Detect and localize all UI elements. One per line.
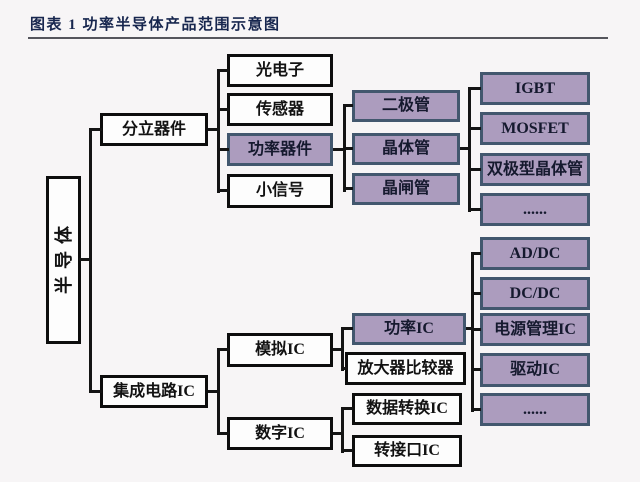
connector-driver-ic-stub [471,368,481,371]
connector-diode-stub [343,104,353,107]
connector-bipolar-stub [468,168,481,171]
node-power-ic-more: ...... [480,393,590,426]
connector-small-signal-stub [217,189,229,192]
node-amplifier-comparator: 放大器比较器 [345,352,466,385]
connector-power-ic-more-stub [471,408,481,411]
connector-discrete-bracket [217,69,220,193]
node-thyristor: 晶闸管 [352,173,460,205]
connector-digital-bracket [341,407,344,453]
node-optoelectronics: 光电子 [227,54,333,87]
connector-transistor-stub [343,147,353,150]
connector-ic-stub [89,390,102,393]
connector-transistor-out [460,147,471,150]
connector-transistor-more-stub [468,208,481,211]
connector-data-conversion-stub [341,407,353,410]
connector-ad-dc-stub [471,252,481,255]
connector-analog-bracket [341,327,344,371]
connector-mosfet-stub [468,127,481,130]
node-power-management-ic: 电源管理IC [480,313,590,346]
connector-trunk-vertical [89,128,92,393]
connector-analog-out [333,348,344,351]
node-transistor: 晶体管 [352,133,460,165]
connector-power-ic-bracket [471,252,474,412]
node-igbt: IGBT [480,72,590,105]
connector-discrete-out [208,128,220,131]
connector-interface-stub [341,449,353,452]
connector-power-ic-in-stub [341,327,353,330]
node-power-device: 功率器件 [227,133,333,166]
connector-transistor-bracket [468,87,471,212]
node-semiconductor: 半导体 [46,176,81,344]
connector-thyristor-stub [343,187,353,190]
node-bipolar-transistor: 双极型晶体管 [480,153,590,186]
node-transistor-more: ...... [480,193,590,226]
connector-sensor-stub [217,108,229,111]
node-driver-ic: 驱动IC [480,353,590,387]
node-power-ic: 功率IC [352,313,466,345]
node-diode: 二极管 [352,90,460,122]
figure-title: 图表 1 功率半导体产品范围示意图 [30,17,281,33]
node-integrated-circuit: 集成电路IC [100,375,208,408]
connector-root-stub [79,258,92,261]
node-sensor: 传感器 [227,93,333,126]
connector-digital-out [333,432,344,435]
connector-pmic-stub [471,328,481,331]
node-dc-dc: DC/DC [480,277,590,310]
connector-digital-stub [217,432,229,435]
connector-power-ic-out [466,327,474,330]
node-data-conversion-ic: 数据转换IC [352,393,462,425]
node-mosfet: MOSFET [480,112,590,145]
connector-opto-stub [217,69,229,72]
connector-amplifier-stub [341,367,347,370]
connector-power-device-stub [217,148,229,151]
node-ad-dc: AD/DC [480,237,590,270]
node-digital-ic: 数字IC [227,417,333,450]
connector-analog-stub [217,348,229,351]
title-underline [28,37,608,39]
connector-igbt-stub [468,87,481,90]
node-small-signal: 小信号 [227,174,333,208]
connector-ic-bracket [217,348,220,435]
node-semiconductor-label: 半导体 [53,219,74,294]
node-analog-ic: 模拟IC [227,333,333,367]
node-interface-ic: 转接口IC [352,435,462,467]
connector-dc-dc-stub [471,292,481,295]
node-discrete-device: 分立器件 [100,113,208,146]
connector-discrete-stub [89,128,102,131]
connector-power-device-out [333,148,346,151]
connector-ic-out [208,390,220,393]
